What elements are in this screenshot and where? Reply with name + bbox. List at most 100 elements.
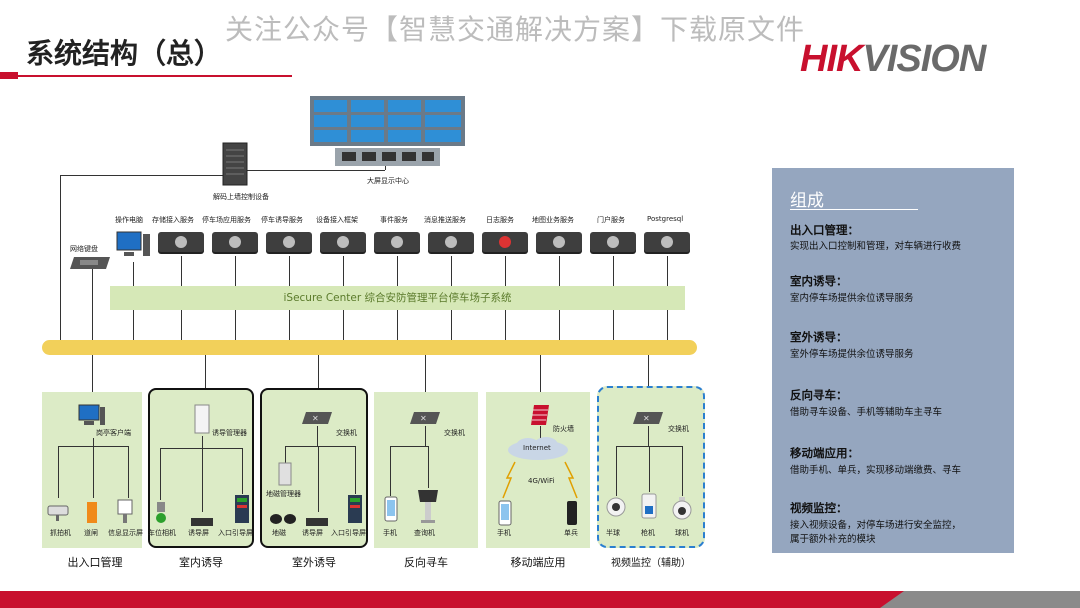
internet-label: Internet <box>523 444 551 452</box>
outdoor-switch-label: 交换机 <box>336 429 357 437</box>
network-keyboard-icon <box>68 255 112 271</box>
video-device-label: 球机 <box>675 529 689 537</box>
outdoor-device-label: 诱导屏 <box>302 529 323 537</box>
video-device-label: 半球 <box>606 529 620 537</box>
video-device-label: 枪机 <box>641 529 655 537</box>
server-label-map: 地图业务服务 <box>532 216 574 224</box>
composition-item-text: 室外停车场提供余位诱导服务 <box>790 349 914 360</box>
platform-band: iSecure Center 综合安防管理平台停车场子系统 <box>110 286 685 310</box>
zone-label-reverse: 反向寻车 <box>404 556 448 569</box>
outdoor-device-label: 入口引导屏 <box>331 529 366 537</box>
decoder-label: 解码上墙控制设备 <box>213 193 269 201</box>
switch-icon: ✕ <box>300 410 334 426</box>
capture-camera-icon <box>46 500 72 522</box>
zone-label-video: 视频监控（辅助） <box>611 558 691 569</box>
bullet-camera-icon <box>639 492 659 522</box>
composition-item-title: 出入口管理： <box>790 223 859 237</box>
server-label-storage: 存储接入服务 <box>152 216 194 224</box>
wireless-link-icon <box>495 460 585 500</box>
server-icon <box>320 232 366 252</box>
composition-item-text: 属于额外补充的模块 <box>790 534 876 545</box>
composition-item-text: 实现出入口控制和管理，对车辆进行收费 <box>790 241 962 252</box>
info-display-icon <box>116 498 134 524</box>
page-title: 系统结构（总） <box>26 37 223 70</box>
server-icon <box>428 232 474 252</box>
geomagnetic-manager-icon <box>278 462 292 486</box>
server-label-event: 事件服务 <box>380 216 408 224</box>
composition-heading-rule <box>790 209 918 210</box>
query-kiosk-icon <box>416 488 440 524</box>
booth-client-icon <box>78 404 106 428</box>
composition-item-title: 室外诱导： <box>790 330 848 344</box>
firewall-label: 防火墙 <box>553 425 574 433</box>
server-icon <box>536 232 582 252</box>
title-underline <box>0 75 292 77</box>
composition-item-title: 视频监控： <box>790 501 848 515</box>
indoor-device-label: 诱导屏 <box>188 529 209 537</box>
footer-bar <box>0 591 1080 608</box>
guidance-manager-icon <box>194 404 210 434</box>
mobile-device-label: 单兵 <box>564 529 578 537</box>
composition-item-text: 借助寻车设备、手机等辅助车主寻车 <box>790 407 943 418</box>
composition-item-text: 室内停车场提供余位诱导服务 <box>790 293 914 304</box>
server-icon <box>266 232 312 252</box>
entry-guide-screen-icon <box>234 494 250 524</box>
mobile-phone-icon <box>498 500 512 526</box>
server-label-parking-app: 停车场应用服务 <box>202 216 251 224</box>
composition-panel <box>772 168 1014 553</box>
geomagnetic-manager-label: 地磁管理器 <box>266 490 301 498</box>
indoor-device-label: 入口引导屏 <box>218 529 253 537</box>
entry-device-label: 道闸 <box>84 529 98 537</box>
guidance-screen-icon <box>190 512 214 526</box>
server-icon <box>590 232 636 252</box>
video-wall-icon <box>310 96 465 168</box>
guidance-screen-icon <box>305 512 329 526</box>
booth-client-label: 岗亭客户端 <box>96 429 131 437</box>
barrier-gate-icon <box>84 498 100 524</box>
server-label-device-access: 设备接入框架 <box>316 216 358 224</box>
outdoor-device-label: 地磁 <box>272 529 286 537</box>
server-label-portal: 门户服务 <box>597 216 625 224</box>
body-camera-icon <box>566 500 578 526</box>
composition-heading: 组成 <box>790 191 824 211</box>
composition-item-title: 室内诱导： <box>790 274 848 288</box>
server-icon <box>158 232 204 252</box>
server-label-log: 日志服务 <box>486 216 514 224</box>
server-icon <box>482 232 528 252</box>
link-label: 4G/WiFi <box>528 477 555 485</box>
svg-text:✕: ✕ <box>643 414 650 423</box>
mobile-device-label: 手机 <box>497 529 511 537</box>
switch-icon: ✕ <box>408 410 442 426</box>
network-bus <box>42 340 697 355</box>
zone-label-outdoor: 室外诱导 <box>292 556 336 569</box>
composition-item-title: 移动端应用： <box>790 446 859 460</box>
watermark-text: 关注公众号【智慧交通解决方案】下载原文件 <box>225 13 806 46</box>
hikvision-logo: HIKVISION <box>800 38 986 80</box>
indoor-device-label: 车位相机 <box>148 529 176 537</box>
space-camera-icon <box>153 500 169 524</box>
entry-device-label: 信息显示屏 <box>108 529 143 537</box>
dome-camera-icon <box>605 496 627 518</box>
server-label-guidance: 停车诱导服务 <box>261 216 303 224</box>
svg-text:✕: ✕ <box>420 414 427 423</box>
composition-item-text: 接入视频设备，对停车场进行安全监控， <box>790 520 962 531</box>
zone-label-entry: 出入口管理 <box>67 556 123 569</box>
firewall-icon <box>530 404 550 426</box>
zone-label-indoor: 室内诱导 <box>179 556 223 569</box>
server-icon <box>644 232 690 252</box>
system-diagram: 大屏显示中心 解码上墙控制设备 网络键盘 操作电脑 存储接入服务 停车场应用服务… <box>42 96 705 569</box>
geomagnetic-sensor-icon <box>268 510 298 524</box>
reverse-switch-label: 交换机 <box>444 429 465 437</box>
ptz-camera-icon <box>671 496 693 520</box>
video-wall-label: 大屏显示中心 <box>367 177 409 185</box>
video-switch-label: 交换机 <box>668 425 689 433</box>
switch-icon: ✕ <box>631 410 665 426</box>
footer-bar-accent <box>880 591 1080 608</box>
mobile-phone-icon <box>384 496 398 522</box>
workstation-icon <box>115 230 151 260</box>
server-label-postgresql: Postgresql <box>647 215 684 223</box>
zone-label-mobile: 移动端应用 <box>510 556 566 569</box>
entry-device-label: 抓拍机 <box>50 529 71 537</box>
composition-item-text: 借助手机、单兵，实现移动端缴费、寻车 <box>790 465 962 476</box>
server-label-message: 消息推送服务 <box>424 216 466 224</box>
